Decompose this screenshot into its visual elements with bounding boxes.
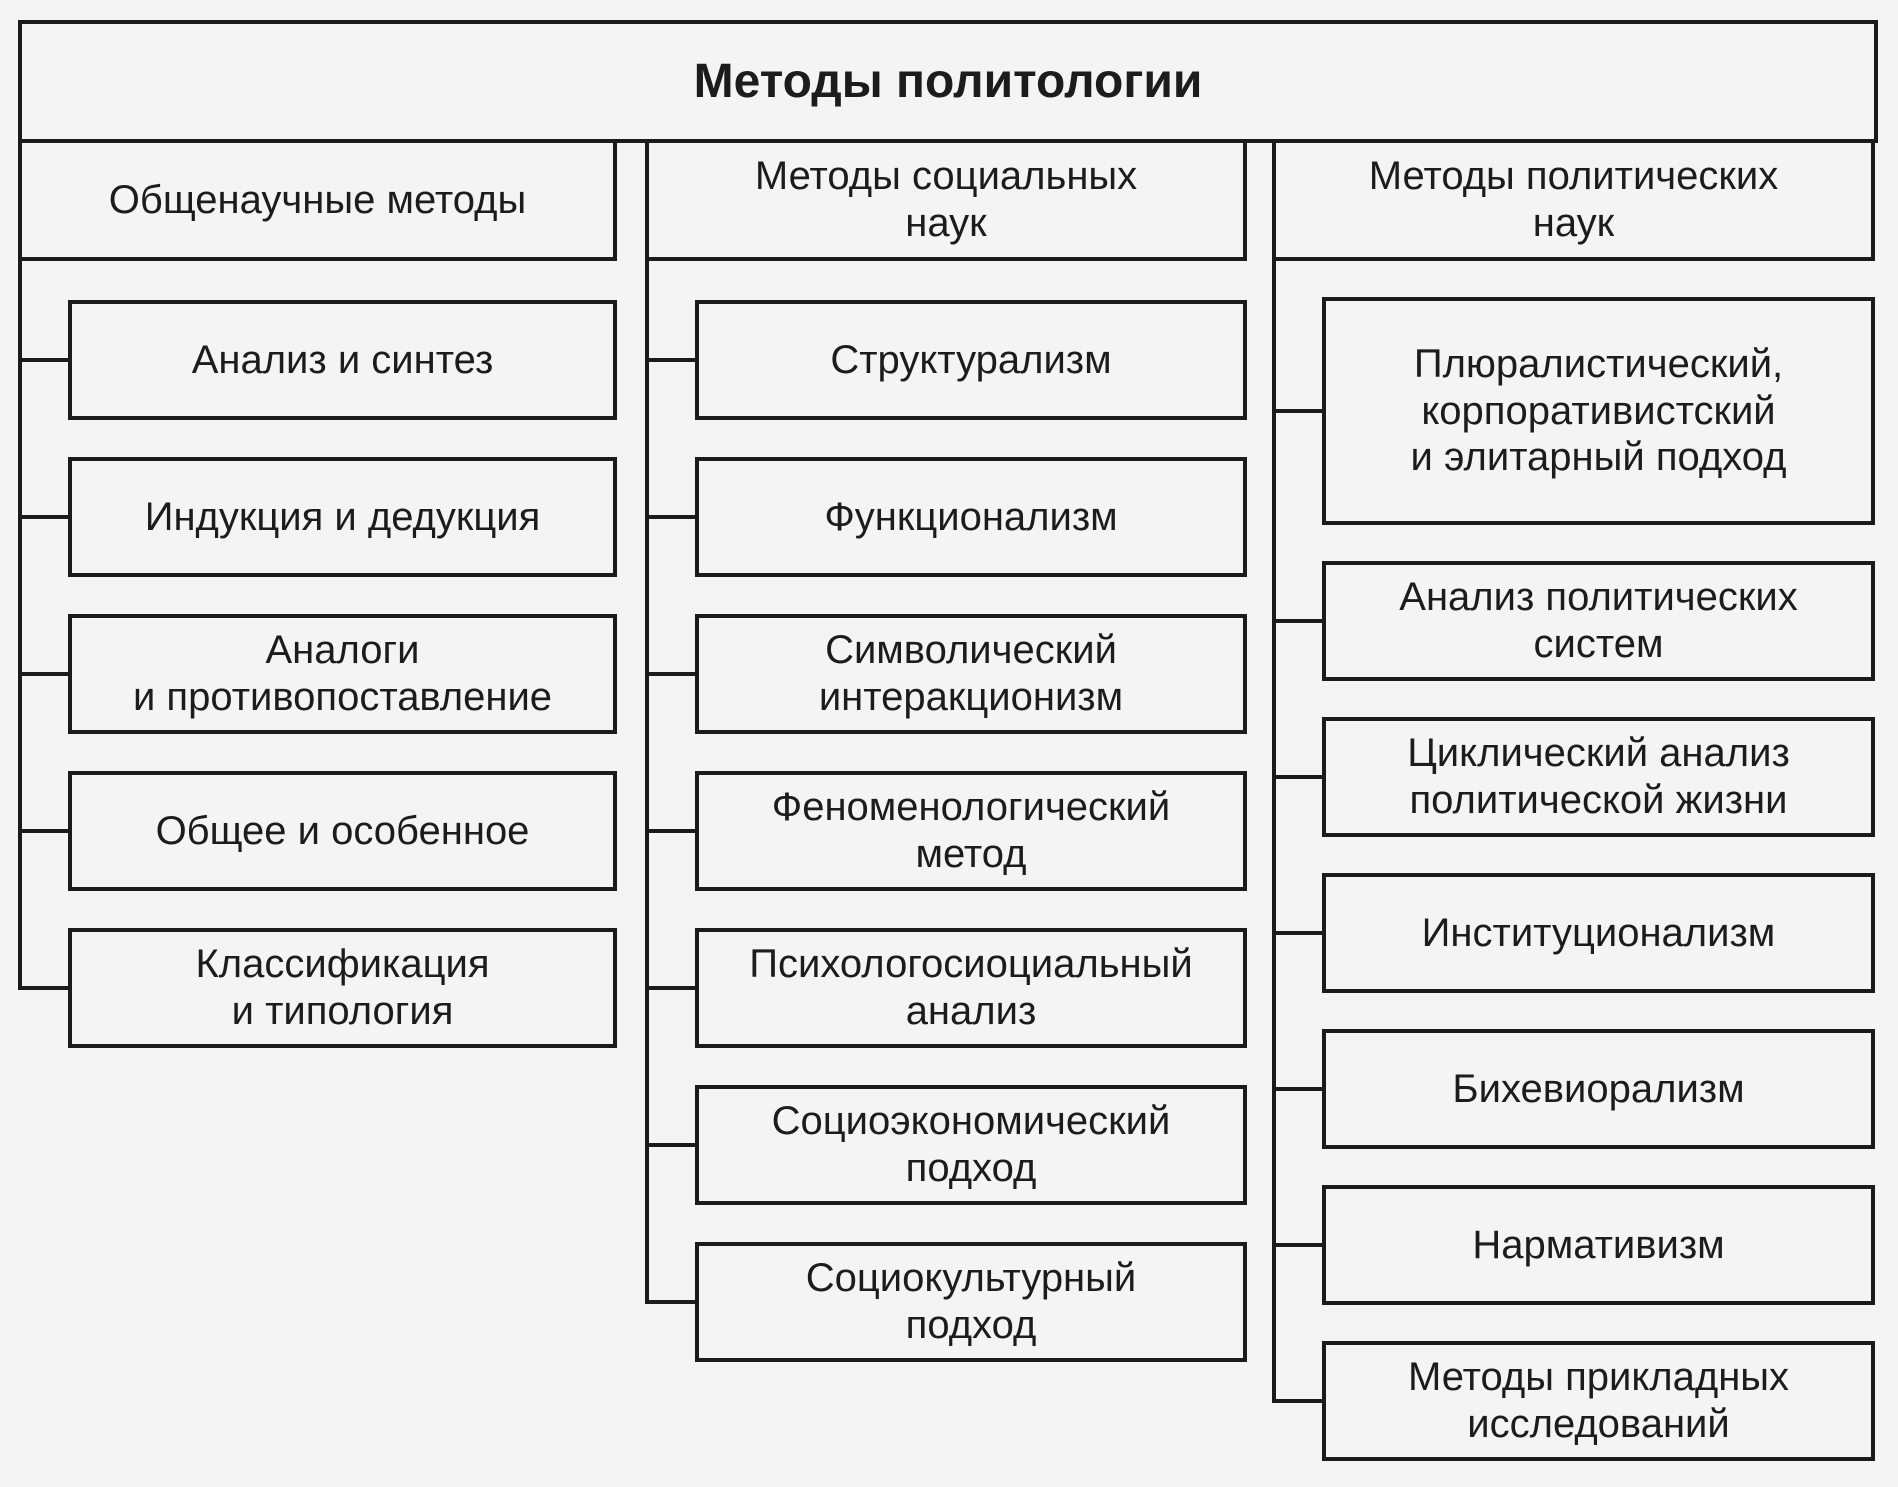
connector-stub bbox=[1272, 775, 1326, 779]
connector-stub bbox=[645, 1143, 699, 1147]
connector-stub bbox=[645, 986, 699, 990]
item-label: Аналоги и противопоставление bbox=[132, 628, 553, 719]
column-items: Анализ и синтез Индукция и дедукция Анал… bbox=[18, 300, 617, 1048]
item-label: Общее и особенное bbox=[155, 808, 530, 853]
item-box: Социоэкономический подход bbox=[645, 1085, 1247, 1205]
item-box: Плюралистический, корпоративистский и эл… bbox=[1272, 297, 1875, 525]
item-box: Классификация и типология bbox=[18, 928, 617, 1048]
item-label: Структурализм bbox=[830, 337, 1112, 382]
column-general-scientific-methods: Общенаучные методы Анализ и синтез Индук… bbox=[18, 139, 617, 1048]
connector-stub bbox=[645, 829, 699, 833]
column-items: Плюралистический, корпоративистский и эл… bbox=[1272, 297, 1875, 1461]
connector-stub bbox=[1272, 619, 1326, 623]
item-box: Психологосиоциальный анализ bbox=[645, 928, 1247, 1048]
item-label: Символический интеракционизм bbox=[818, 628, 1124, 719]
item-label: Социокультурный подход bbox=[805, 1256, 1137, 1347]
column-header: Общенаучные методы bbox=[18, 139, 617, 261]
connector-stub bbox=[1272, 931, 1326, 935]
item-label: Плюралистический, корпоративистский и эл… bbox=[1410, 341, 1787, 480]
connector-spine bbox=[645, 139, 649, 1304]
item-box: Аналоги и противопоставление bbox=[18, 614, 617, 734]
item-box: Анализ политических систем bbox=[1272, 561, 1875, 681]
connector-stub bbox=[18, 986, 72, 990]
column-header-label: Методы социальных наук bbox=[754, 154, 1138, 245]
item-label: Феноменологический метод bbox=[771, 785, 1171, 876]
item-box: Функционализм bbox=[645, 457, 1247, 577]
item-label: Социоэкономический подход bbox=[771, 1099, 1171, 1190]
column-header-label: Методы политических наук bbox=[1368, 154, 1779, 245]
item-label: Анализ политических систем bbox=[1399, 575, 1798, 666]
connector-stub bbox=[18, 515, 72, 519]
connector-stub bbox=[645, 1300, 699, 1304]
item-box: Индукция и дедукция bbox=[18, 457, 617, 577]
item-label: Институционализм bbox=[1421, 910, 1776, 955]
connector-stub bbox=[1272, 1243, 1326, 1247]
diagram-title: Методы политологии bbox=[693, 55, 1203, 108]
item-box: Циклический анализ политической жизни bbox=[1272, 717, 1875, 837]
item-label: Бихевиорализм bbox=[1452, 1066, 1745, 1111]
item-label: Индукция и дедукция bbox=[144, 494, 541, 539]
column-political-sciences-methods: Методы политических наук Плюралистически… bbox=[1272, 139, 1875, 1461]
item-box: Символический интеракционизм bbox=[645, 614, 1247, 734]
column-header-label: Общенаучные методы bbox=[108, 177, 527, 222]
item-box: Общее и особенное bbox=[18, 771, 617, 891]
diagram-title-box: Методы политологии bbox=[18, 20, 1878, 143]
item-box: Структурализм bbox=[645, 300, 1247, 420]
connector-stub bbox=[645, 358, 699, 362]
item-label: Циклический анализ политической жизни bbox=[1407, 731, 1790, 822]
connector-stub bbox=[1272, 1087, 1326, 1091]
connector-spine bbox=[18, 139, 22, 990]
connector-spine bbox=[1272, 139, 1276, 1403]
item-label: Классификация и типология bbox=[195, 942, 490, 1033]
item-label: Анализ и синтез bbox=[191, 337, 494, 382]
column-header: Методы социальных наук bbox=[645, 139, 1247, 261]
column-social-sciences-methods: Методы социальных наук Структурализм Фун… bbox=[645, 139, 1247, 1362]
item-label: Функционализм bbox=[824, 494, 1118, 539]
item-box: Методы прикладных исследований bbox=[1272, 1341, 1875, 1461]
connector-stub bbox=[645, 672, 699, 676]
column-items: Структурализм Функционализм Символически… bbox=[645, 300, 1247, 1362]
item-box: Нармативизм bbox=[1272, 1185, 1875, 1305]
item-label: Психологосиоциальный анализ bbox=[749, 942, 1193, 1033]
connector-stub bbox=[1272, 409, 1326, 413]
connector-stub bbox=[1272, 1399, 1326, 1403]
item-label: Методы прикладных исследований bbox=[1407, 1355, 1790, 1446]
column-header: Методы политических наук bbox=[1272, 139, 1875, 261]
item-label: Нармативизм bbox=[1472, 1222, 1725, 1267]
item-box: Бихевиорализм bbox=[1272, 1029, 1875, 1149]
connector-stub bbox=[18, 829, 72, 833]
connector-stub bbox=[645, 515, 699, 519]
item-box: Социокультурный подход bbox=[645, 1242, 1247, 1362]
item-box: Институционализм bbox=[1272, 873, 1875, 993]
connector-stub bbox=[18, 358, 72, 362]
connector-stub bbox=[18, 672, 72, 676]
item-box: Анализ и синтез bbox=[18, 300, 617, 420]
item-box: Феноменологический метод bbox=[645, 771, 1247, 891]
